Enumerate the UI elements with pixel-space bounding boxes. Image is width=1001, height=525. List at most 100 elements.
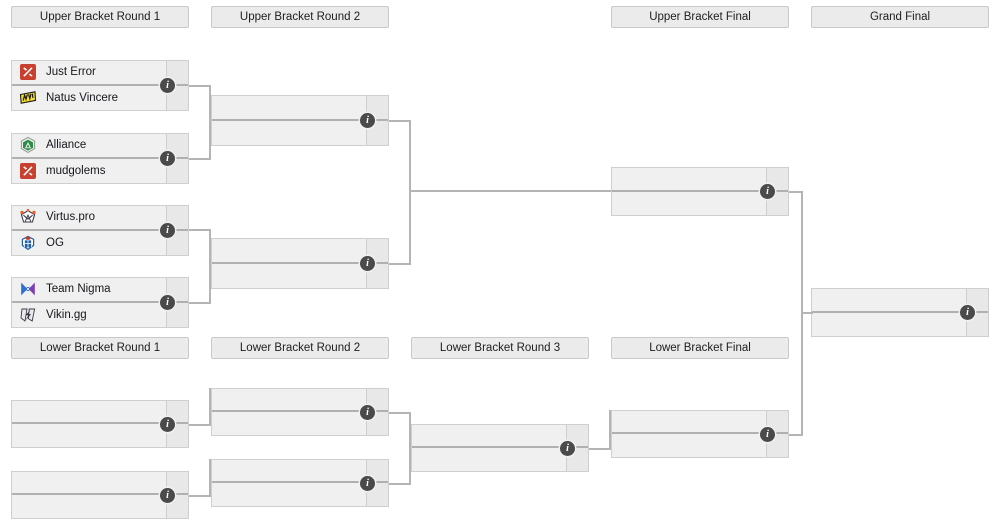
match-score xyxy=(366,239,388,262)
dota2-logo-red-icon xyxy=(19,162,37,180)
match-opponent-row[interactable] xyxy=(612,411,788,434)
match-info-icon[interactable]: i xyxy=(160,151,175,166)
match-score xyxy=(766,168,788,190)
match-score xyxy=(166,401,188,422)
round-header-ub-r1[interactable]: Upper Bracket Round 1 xyxy=(11,6,189,28)
match-info-icon[interactable]: i xyxy=(760,184,775,199)
bracket-connector xyxy=(589,448,611,450)
opponent: Virtus.pro xyxy=(12,208,166,226)
bracket-connector xyxy=(189,424,211,426)
match-info-icon[interactable]: i xyxy=(560,440,575,456)
round-header-lb-r2[interactable]: Lower Bracket Round 2 xyxy=(211,337,389,359)
match-opponent-row[interactable] xyxy=(12,472,188,495)
match-opponent-row[interactable] xyxy=(212,460,388,483)
bracket-connector xyxy=(609,410,611,450)
match-info-icon[interactable]: i xyxy=(360,113,375,128)
match-score xyxy=(566,425,588,446)
match-score xyxy=(366,389,388,410)
opponent: Alliance xyxy=(12,136,166,154)
match-info-icon[interactable]: i xyxy=(960,305,975,320)
og-logo-icon xyxy=(19,234,37,252)
match-score xyxy=(366,460,388,481)
bracket-connector xyxy=(209,121,211,160)
match-lb-r2-m2[interactable] xyxy=(211,459,389,507)
match-opponent-row[interactable] xyxy=(612,168,788,192)
bracket-connector xyxy=(209,85,211,121)
bracket-connector xyxy=(209,229,211,265)
bracket-connector xyxy=(389,120,411,122)
match-info-icon[interactable]: i xyxy=(160,223,175,238)
bracket-connector xyxy=(801,312,813,314)
match-opponent-row[interactable] xyxy=(412,425,588,448)
match-ub-final[interactable] xyxy=(611,167,789,216)
match-lb-final[interactable] xyxy=(611,410,789,458)
bracket-connector xyxy=(409,190,611,192)
match-info-icon[interactable]: i xyxy=(160,78,175,93)
team-name: OG xyxy=(46,236,64,249)
bracket-connector xyxy=(189,302,211,304)
bracket-connector xyxy=(389,263,411,265)
match-score xyxy=(166,206,188,229)
match-info-icon[interactable]: i xyxy=(760,426,775,442)
match-opponent-row[interactable] xyxy=(212,96,388,121)
match-opponent-row[interactable]: Just Error xyxy=(12,61,188,86)
bracket-connector xyxy=(789,191,803,193)
match-score xyxy=(766,411,788,432)
match-info-icon[interactable]: i xyxy=(360,404,375,420)
match-opponent-row[interactable]: Natus Vincere xyxy=(12,85,188,110)
match-opponent-row[interactable] xyxy=(12,401,188,424)
match-score xyxy=(366,96,388,119)
round-header-lb-r3[interactable]: Lower Bracket Round 3 xyxy=(411,337,589,359)
match-lb-r1-m1[interactable] xyxy=(11,400,189,448)
match-opponent-row[interactable] xyxy=(212,389,388,412)
bracket-connector xyxy=(189,158,211,160)
match-ub-r1-m2[interactable]: Alliance mudgolems xyxy=(11,133,189,184)
opponent: mudgolems xyxy=(12,162,166,180)
opponent: Vikin.gg xyxy=(12,306,166,324)
match-info-icon[interactable]: i xyxy=(360,256,375,271)
match-opponent-row[interactable]: Alliance xyxy=(12,134,188,159)
vikingg-logo-icon xyxy=(19,306,37,324)
match-opponent-row[interactable]: Team Nigma xyxy=(12,278,188,303)
alliance-logo-icon xyxy=(19,136,37,154)
match-opponent-row[interactable]: Virtus.pro xyxy=(12,206,188,231)
team-name: Just Error xyxy=(46,66,96,79)
match-lb-r2-m1[interactable] xyxy=(211,388,389,436)
bracket-connector xyxy=(189,85,211,87)
bracket-connector xyxy=(209,459,211,497)
match-grand-final[interactable] xyxy=(811,288,989,337)
dota2-logo-red-icon xyxy=(19,63,37,81)
bracket-connector xyxy=(789,434,803,436)
bracket-connector xyxy=(389,483,411,485)
bracket-connector xyxy=(209,264,211,304)
match-info-icon[interactable]: i xyxy=(360,475,375,491)
round-header-lb-r1[interactable]: Lower Bracket Round 1 xyxy=(11,337,189,359)
bracket-connector xyxy=(389,412,411,414)
match-opponent-row[interactable] xyxy=(812,289,988,313)
match-score xyxy=(166,278,188,301)
match-info-icon[interactable]: i xyxy=(160,295,175,310)
match-ub-r2-m2[interactable] xyxy=(211,238,389,289)
team-name: Virtus.pro xyxy=(46,211,96,224)
opponent: Team Nigma xyxy=(12,280,166,298)
match-opponent-row[interactable] xyxy=(212,239,388,264)
match-lb-r3-m1[interactable] xyxy=(411,424,589,472)
match-info-icon[interactable]: i xyxy=(160,487,175,503)
navi-logo-icon xyxy=(19,89,37,107)
round-header-gf[interactable]: Grand Final xyxy=(811,6,989,28)
match-score xyxy=(166,134,188,157)
team-name: Alliance xyxy=(46,139,87,152)
round-header-ub-r2[interactable]: Upper Bracket Round 2 xyxy=(211,6,389,28)
match-info-icon[interactable]: i xyxy=(160,416,175,432)
match-ub-r2-m1[interactable] xyxy=(211,95,389,146)
bracket-connector xyxy=(209,388,211,426)
round-header-lb-f[interactable]: Lower Bracket Final xyxy=(611,337,789,359)
round-header-ub-f[interactable]: Upper Bracket Final xyxy=(611,6,789,28)
bracket-connector xyxy=(409,190,411,265)
bracket-connector xyxy=(409,412,411,450)
team-name: Vikin.gg xyxy=(46,308,87,321)
